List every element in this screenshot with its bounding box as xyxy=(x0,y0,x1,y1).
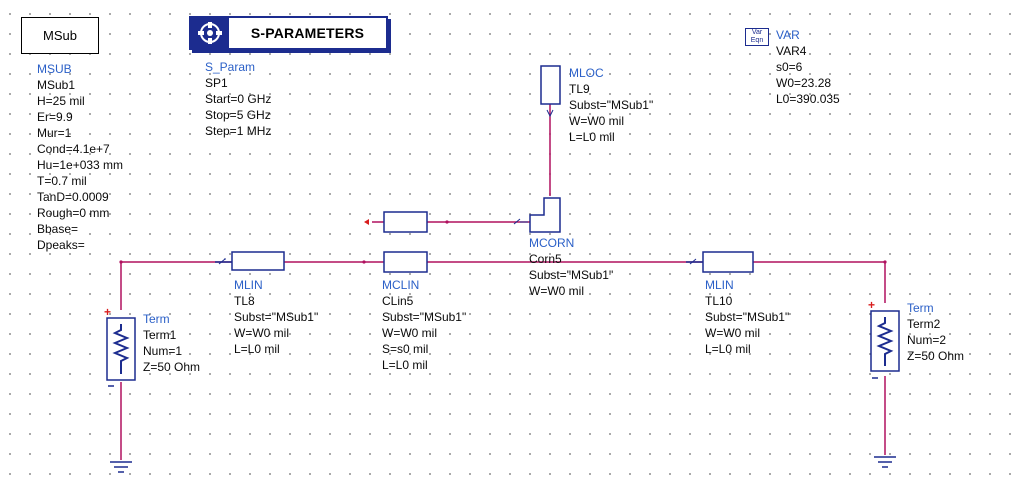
clin5-type: MCLIN xyxy=(382,278,420,292)
tl10-name: TL10 xyxy=(705,294,733,308)
wires xyxy=(120,104,886,460)
svg-text:+: + xyxy=(104,305,111,319)
mcorn-type: MCORN xyxy=(529,236,575,250)
svg-text:+: + xyxy=(868,298,875,312)
sparameters-icon xyxy=(191,18,229,48)
mloc-name: TL9 xyxy=(569,82,590,96)
mcorn-symbol[interactable] xyxy=(513,197,561,233)
msub-label: MSUB MSub1 H=25 mil Er=9.9 Mur=1 Cond=4.… xyxy=(37,62,124,252)
clin5-symbol[interactable] xyxy=(383,211,428,273)
term2-name: Term2 xyxy=(907,317,941,331)
term1-symbol[interactable]: + xyxy=(104,305,136,387)
term1-label: Term Term1 Num=1 Z=50 Ohm xyxy=(143,312,201,374)
sparameters-name: SP1 xyxy=(205,76,228,90)
tl8-symbol[interactable] xyxy=(215,251,285,271)
var-label: VAR VAR4 s0=6 W0=23.28 L0=390.035 xyxy=(776,28,840,106)
var-eqn-icon[interactable]: Var Eqn xyxy=(745,28,769,46)
msub-box-label: MSub xyxy=(43,28,77,43)
tl10-symbol[interactable] xyxy=(686,251,754,273)
var-name: VAR4 xyxy=(776,44,807,58)
tl8-type: MLIN xyxy=(234,278,263,292)
msub-name: MSub1 xyxy=(37,78,76,92)
term1-name: Term1 xyxy=(143,328,177,342)
clin5-label: MCLIN CLin5 Subst="MSub1" W=W0 mil S=s0 … xyxy=(382,278,467,372)
term2-type: Term xyxy=(907,301,934,315)
open-pin-marker[interactable] xyxy=(364,219,369,225)
mcorn-name: Corn5 xyxy=(529,252,562,266)
mloc-type: MLOC xyxy=(569,66,604,80)
var-type: VAR xyxy=(776,28,800,42)
sparameters-title: S-PARAMETERS xyxy=(250,25,365,41)
term2-symbol[interactable]: + xyxy=(868,298,900,379)
term1-type: Term xyxy=(143,312,170,326)
sparameters-controller[interactable]: S-PARAMETERS xyxy=(189,16,388,50)
sparameters-type: S_Param xyxy=(205,60,256,74)
msub-component[interactable]: MSub xyxy=(21,17,99,54)
mcorn-label: MCORN Corn5 Subst="MSub1" W=W0 mil xyxy=(529,236,614,298)
tl10-label: MLIN TL10 Subst="MSub1" W=W0 mil L=L0 mi… xyxy=(705,278,790,356)
tl10-type: MLIN xyxy=(705,278,734,292)
tl8-label: MLIN TL8 Subst="MSub1" W=W0 mil L=L0 mil xyxy=(234,278,319,356)
msub-type: MSUB xyxy=(37,62,72,76)
sparameters-label: S_Param SP1 Start=0 GHz Stop=5 GHz Step=… xyxy=(205,60,272,138)
ground-icon-left[interactable] xyxy=(110,461,132,473)
mloc-symbol[interactable] xyxy=(540,65,561,118)
mloc-label: MLOC TL9 Subst="MSub1" W=W0 mil L=L0 mil xyxy=(569,66,654,144)
tl8-name: TL8 xyxy=(234,294,255,308)
wire-nodes xyxy=(119,220,887,264)
term2-label: Term Term2 Num=2 Z=50 Ohm xyxy=(907,301,965,363)
ground-icon-right[interactable] xyxy=(874,456,896,468)
clin5-name: CLin5 xyxy=(382,294,414,308)
